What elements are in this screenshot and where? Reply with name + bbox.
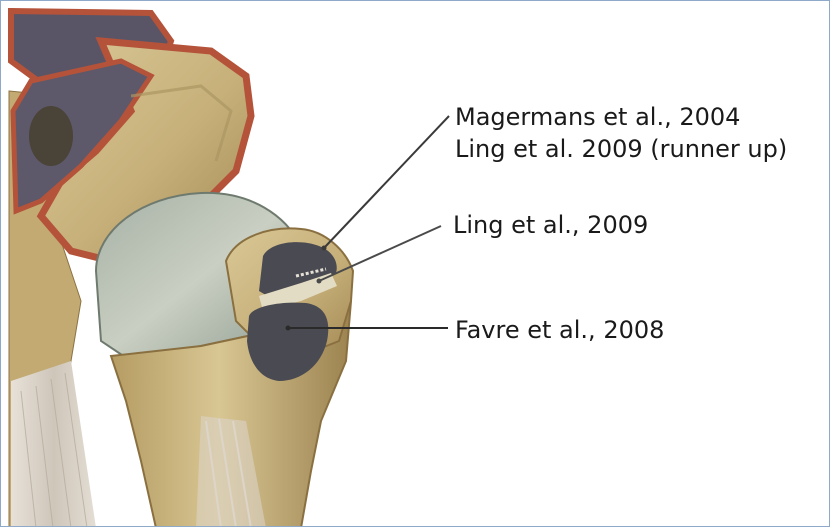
label-magermans-2004: Magermans et al., 2004 [455,102,740,132]
leader-dot-magermans [322,246,327,251]
label-favre-2008: Favre et al., 2008 [455,315,664,345]
leader-dot-favre [286,326,291,331]
acromion-hole [29,106,73,166]
label-ling-2009-runner-up: Ling et al. 2009 (runner up) [455,134,787,164]
label-ling-2009: Ling et al., 2009 [453,210,648,240]
leader-dot-ling [317,279,322,284]
leader-line-magermans [324,116,449,248]
